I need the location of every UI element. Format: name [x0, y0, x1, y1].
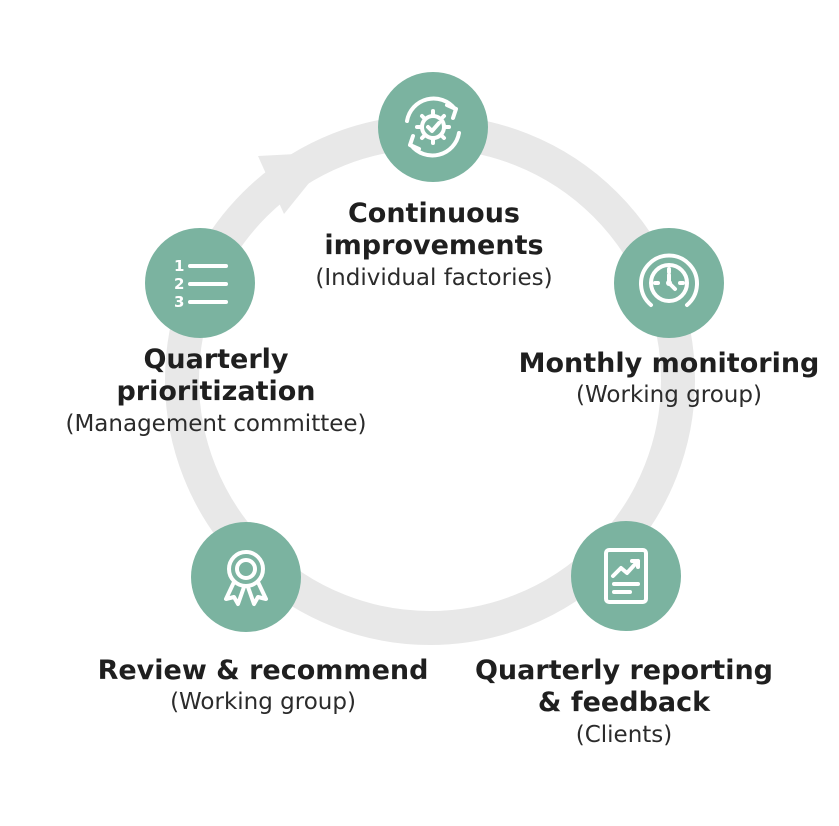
ring-arrowhead [258, 152, 334, 214]
list-number: 1 [174, 257, 184, 275]
label-quarterly-prioritization: Quarterly prioritization (Management com… [65, 344, 366, 438]
step-title: improvements [324, 230, 544, 262]
node-review-recommend [191, 522, 301, 632]
node-quarterly-reporting [571, 521, 681, 631]
label-quarterly-reporting: Quarterly reporting & feedback (Clients) [475, 655, 773, 749]
node-quarterly-prioritization: 1 2 3 [145, 228, 255, 338]
label-continuous-improvements: Continuous improvements (Individual fact… [315, 198, 552, 292]
step-title: Quarterly reporting [474, 655, 774, 686]
list-number: 3 [174, 293, 184, 311]
node-monthly-monitoring [614, 228, 724, 338]
step-title: Quarterly [143, 344, 289, 375]
step-subtitle: (Working group) [576, 382, 762, 409]
gauge-icon [639, 253, 699, 307]
list-number: 2 [174, 275, 184, 293]
award-ribbon-icon [224, 550, 268, 606]
node-continuous-improvements [378, 72, 488, 182]
step-title: & feedback [537, 687, 711, 719]
step-subtitle: (Clients) [575, 721, 673, 748]
step-title: prioritization [116, 376, 316, 408]
numbered-list-icon: 1 2 3 [174, 257, 228, 311]
step-subtitle: (Management committee) [65, 410, 367, 437]
label-monthly-monitoring: Monthly monitoring (Working group) [519, 348, 820, 410]
step-subtitle: (Individual factories) [315, 264, 553, 291]
gear-cycle-icon [405, 96, 461, 158]
label-review-recommend: Review & recommend (Working group) [98, 655, 429, 717]
step-subtitle: (Working group) [170, 689, 356, 716]
step-title: Monthly monitoring [518, 348, 820, 379]
step-title: Continuous [347, 198, 521, 229]
report-chart-icon [604, 548, 648, 604]
step-title: Review & recommend [97, 655, 429, 686]
